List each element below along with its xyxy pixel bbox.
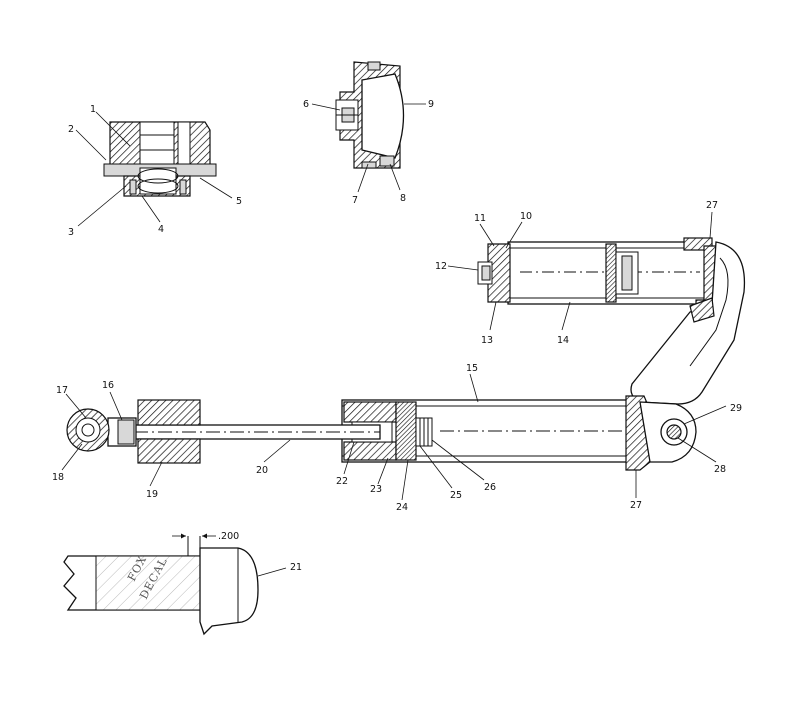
callout-27-top: 27 <box>706 200 718 211</box>
bumper <box>137 399 201 464</box>
callout-14: 14 <box>557 335 569 346</box>
eyelet <box>66 408 137 452</box>
leader-lines <box>61 103 727 577</box>
callout-27-bottom: 27 <box>630 500 642 511</box>
callout-labels: 1 2 3 4 5 6 7 8 9 10 11 12 13 14 15 16 1… <box>52 99 742 573</box>
shaft <box>133 424 381 440</box>
callout-9: 9 <box>428 99 434 110</box>
callout-18: 18 <box>52 472 64 483</box>
callout-23: 23 <box>370 484 382 495</box>
callout-13: 13 <box>481 335 493 346</box>
callout-15: 15 <box>466 363 478 374</box>
callout-5: 5 <box>236 196 242 207</box>
callout-26: 26 <box>484 482 496 493</box>
callout-8: 8 <box>400 193 406 204</box>
callout-2: 2 <box>68 124 74 135</box>
decal-detail: .200 FOX DECAL <box>63 531 259 636</box>
callout-16: 16 <box>102 380 114 391</box>
callout-1: 1 <box>90 104 96 115</box>
seal-head-assembly <box>103 121 217 197</box>
reservoir-cap <box>335 61 405 169</box>
callout-4: 4 <box>158 224 164 235</box>
dimension-label: .200 <box>218 531 239 542</box>
callout-17: 17 <box>56 385 68 396</box>
callout-6: 6 <box>303 99 309 110</box>
callout-20: 20 <box>256 465 268 476</box>
callout-7: 7 <box>352 195 358 206</box>
callout-11: 11 <box>474 213 486 224</box>
callout-29: 29 <box>730 403 742 414</box>
reservoir <box>477 237 717 315</box>
callout-24: 24 <box>396 502 408 513</box>
callout-19: 19 <box>146 489 158 500</box>
callout-25: 25 <box>450 490 462 501</box>
callout-10: 10 <box>520 211 532 222</box>
callout-3: 3 <box>68 227 74 238</box>
shock-main-body <box>341 395 697 471</box>
callout-22: 22 <box>336 476 348 487</box>
callout-12: 12 <box>435 261 447 272</box>
callout-28: 28 <box>714 464 726 475</box>
reservoir-bracket <box>630 241 746 405</box>
callout-21: 21 <box>290 562 302 573</box>
